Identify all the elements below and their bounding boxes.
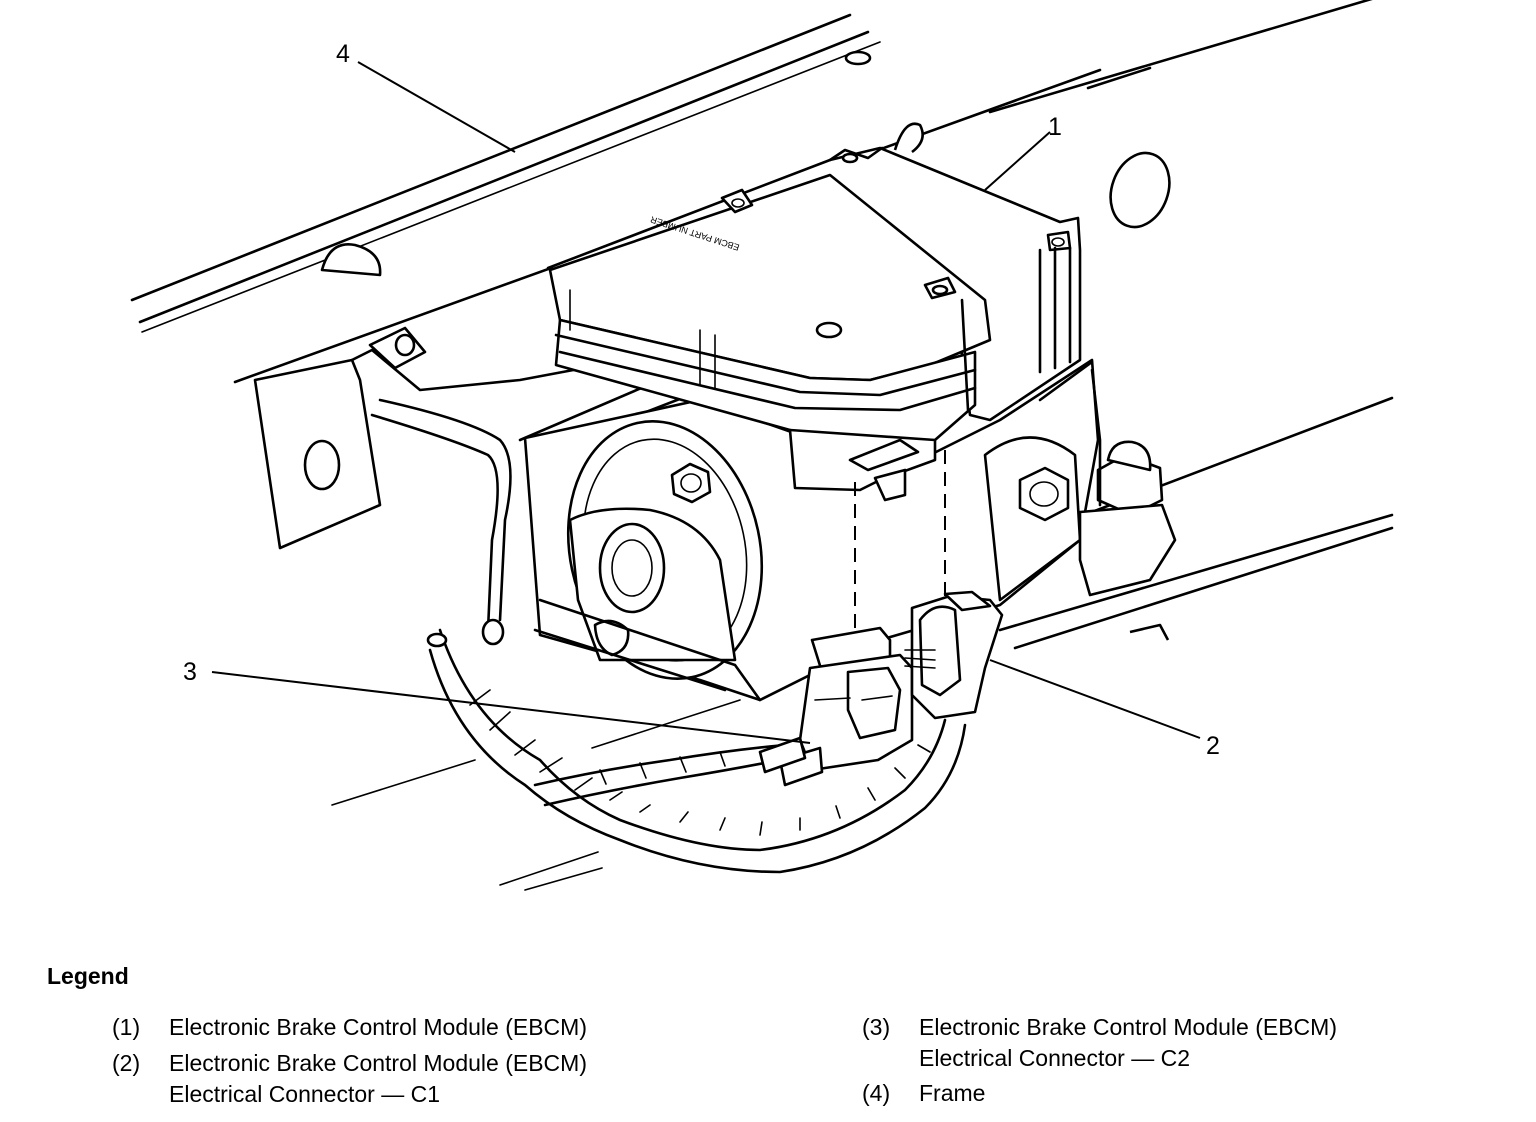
connector-c1 xyxy=(904,590,1004,720)
legend-item-number: (2) xyxy=(112,1050,141,1076)
legend-item-number: (3) xyxy=(862,1014,891,1040)
callout-1: 1 xyxy=(1048,113,1062,141)
leader-line-4 xyxy=(357,61,516,153)
mounting-bracket xyxy=(253,326,692,646)
legend-item-description: Frame xyxy=(919,1080,986,1106)
leader-line-3 xyxy=(211,671,811,744)
wiring-harness xyxy=(426,628,967,874)
ebcm-location-illustration: EBCM PART NUMBER 4 1 xyxy=(130,0,1394,891)
legend-title: Legend xyxy=(47,963,129,989)
callout-4: 4 xyxy=(336,40,350,68)
callout-2: 2 xyxy=(1206,732,1220,760)
leader-line-2 xyxy=(989,659,1201,739)
legend-item-description: Electronic Brake Control Module (EBCM) E… xyxy=(169,1050,587,1107)
legend-item-number: (1) xyxy=(112,1014,141,1040)
callout-3: 3 xyxy=(183,658,197,686)
callouts: 4 1 3 2 xyxy=(183,40,1220,760)
frame-rail xyxy=(130,0,1394,891)
legend-item-description: Electronic Brake Control Module (EBCM) E… xyxy=(919,1014,1337,1071)
legend-item-description: Electronic Brake Control Module (EBCM) xyxy=(169,1014,587,1040)
legend-item-number: (4) xyxy=(862,1080,891,1106)
ebcm-module: EBCM PART NUMBER xyxy=(546,146,1082,640)
leader-line-1 xyxy=(984,131,1051,191)
